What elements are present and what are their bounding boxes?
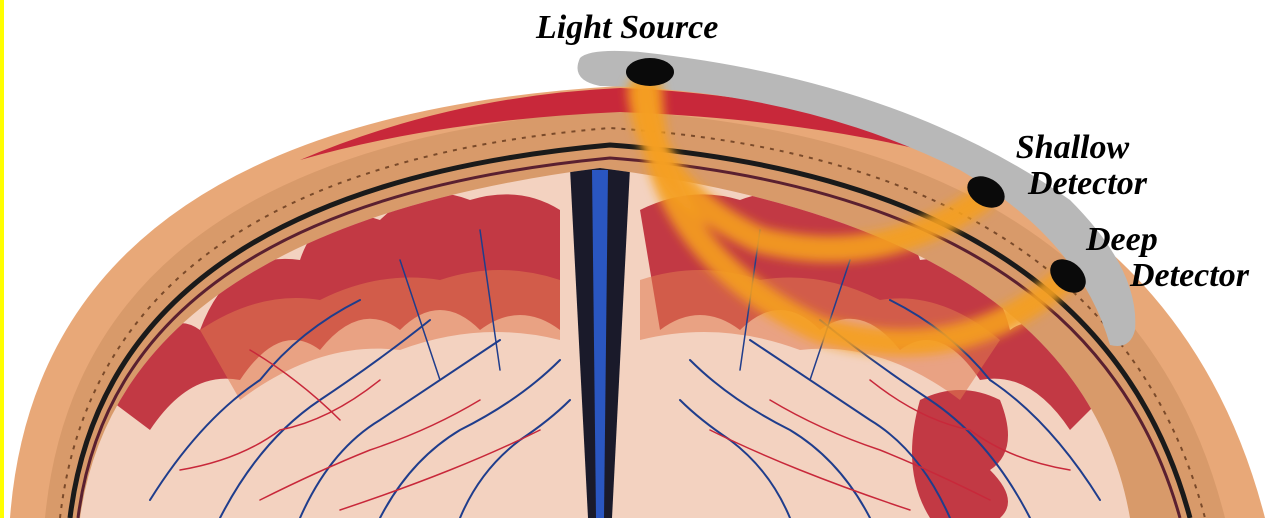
deep-detector-label: Deep Detector xyxy=(1086,222,1249,294)
light-source-emitter xyxy=(626,58,674,86)
shallow-detector-label: Shallow Detector xyxy=(998,130,1147,202)
gyri-right-lower xyxy=(912,390,1008,518)
shallow-detector-label-line1: Shallow xyxy=(998,130,1147,166)
shallow-detector-label-line2: Detector xyxy=(1028,166,1147,202)
deep-detector-label-line1: Deep xyxy=(1086,222,1249,258)
light-source-label: Light Source xyxy=(536,10,718,46)
deep-detector-label-line2: Detector xyxy=(1130,258,1249,294)
